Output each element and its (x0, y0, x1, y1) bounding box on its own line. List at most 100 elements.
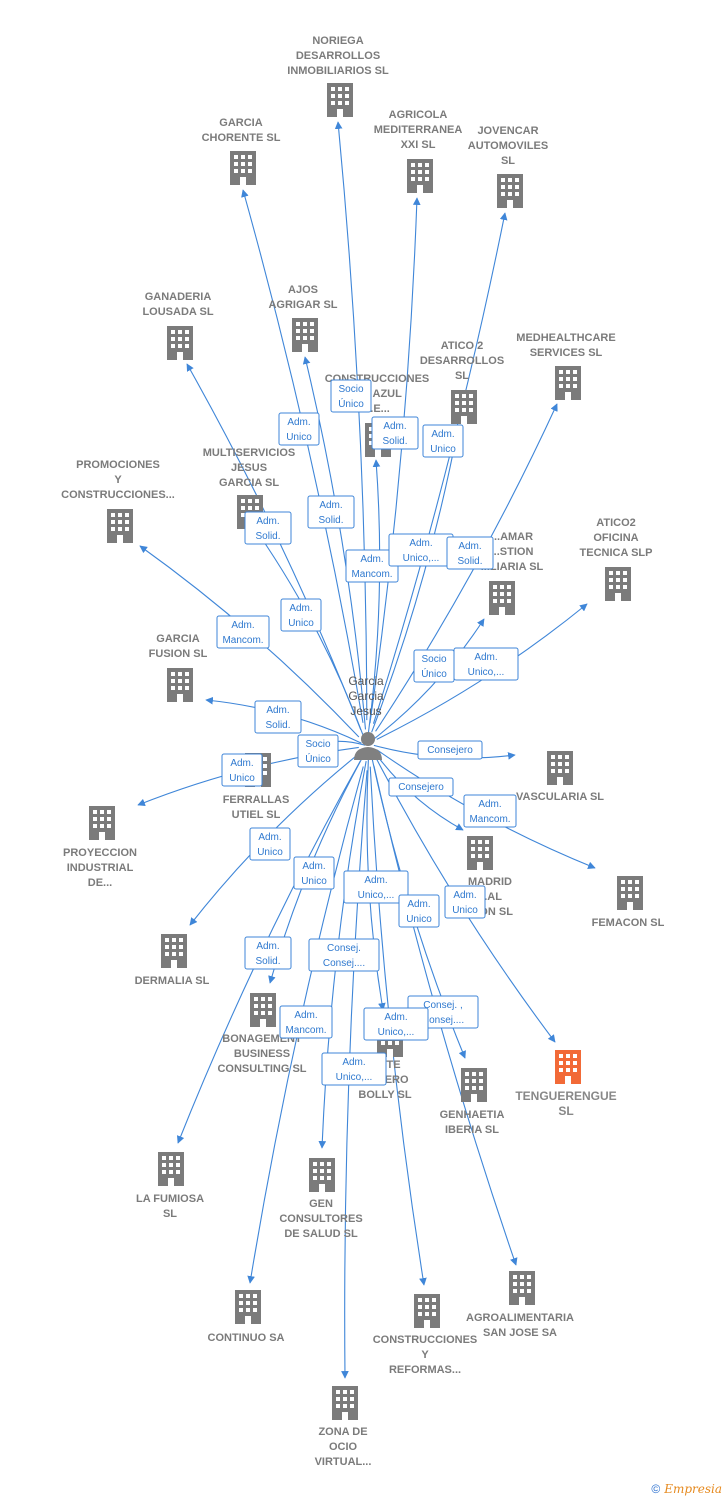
relation-label: Adm.Solid. (254, 700, 302, 734)
node-label-line: OFICINA (593, 532, 638, 544)
node-label-line: SL (455, 370, 469, 382)
node-label-line: VASCULARIA SL (516, 791, 604, 803)
node-construcciones-reformas[interactable]: CONSTRUCCIONESYREFORMAS... (373, 1294, 478, 1376)
relation-label: Adm.Unico (278, 412, 320, 446)
relation-text: Adm. (287, 417, 310, 428)
node-vascularia[interactable]: VASCULARIA SL (516, 751, 604, 803)
node-promociones[interactable]: PROMOCIONES Y CONSTRUCCIONES... (61, 459, 175, 543)
node-label-line: PROMOCIONES (76, 459, 160, 471)
node-label-line: GEN (309, 1198, 333, 1210)
node-dermalia[interactable]: DERMALIA SL (135, 934, 210, 987)
relation-label: Adm.Unico (293, 856, 335, 890)
relation-label: Adm.Unico (444, 885, 486, 919)
relation-text: Unico,... (403, 553, 440, 564)
node-femacon[interactable]: FEMACON SL (592, 876, 665, 929)
node-gestion[interactable]: ...AMAR...STION...LIARIA SL (481, 531, 544, 615)
building-icon (167, 326, 193, 360)
relation-text: Adm. (409, 538, 432, 549)
node-label-line: GARCIA SL (219, 477, 279, 489)
relation-label: Adm.Unico (280, 598, 322, 632)
relation-text: Adm. (231, 620, 254, 631)
relation-text: Solid. (318, 515, 343, 526)
relation-label: Adm.Solid. (244, 511, 292, 545)
relation-label: Adm.Mancom. (279, 1005, 333, 1039)
node-label-line: DE SALUD SL (284, 1228, 358, 1240)
relation-label: Adm. Unico (398, 894, 440, 928)
brand-logo: Empresia (664, 1482, 722, 1496)
building-icon (89, 806, 115, 840)
edge-multiservicios (257, 532, 365, 737)
building-icon (605, 567, 631, 601)
node-label-line: CONSTRUCCIONES (373, 1334, 478, 1346)
relation-text: Socio (338, 384, 363, 395)
relation-label: Adm.Unico (422, 424, 464, 458)
node-label-line: LOUSADA SL (142, 306, 213, 318)
relation-label: Adm. Unico,... (388, 533, 454, 567)
relation-text: Adm. (384, 1012, 407, 1023)
relation-text: Adm. (383, 421, 406, 432)
relation-text: Adm. (407, 899, 430, 910)
node-label-line: XXI SL (401, 139, 436, 151)
relation-text: Adm. (319, 500, 342, 511)
relation-text: Adm. (256, 516, 279, 527)
node-label-line: ...LIARIA SL (481, 561, 544, 573)
edge-jovencar (372, 212, 508, 724)
relation-text: Consejero (427, 745, 473, 756)
person-icon (354, 732, 382, 760)
relation-text: Socio (421, 654, 446, 665)
edge-medhealthcare (375, 403, 558, 732)
node-label-line: CONSULTORES (279, 1213, 362, 1225)
relation-text: Adm. (364, 875, 387, 886)
relation-text: Solid. (255, 956, 280, 967)
relation-text: Adm. (458, 541, 481, 552)
relation-label: Adm. Unico,... (343, 870, 409, 904)
center-label-line: Garcia (348, 674, 384, 688)
relation-text: Unico (301, 876, 327, 887)
node-proyeccion[interactable]: PROYECCIONINDUSTRIALDE... (63, 806, 137, 889)
relation-text: Unico (430, 444, 456, 455)
node-label-line: CHORENTE SL (202, 132, 281, 144)
relation-label: Adm.Solid. (446, 536, 494, 570)
node-gen-consultores[interactable]: GEN CONSULTORES DE SALUD SL (279, 1158, 363, 1240)
relation-text: Adm. (342, 1057, 365, 1068)
edge-ajos (302, 356, 367, 730)
relation-text: Solid. (265, 720, 290, 731)
node-label-line: CONSTRUCCIONES... (61, 489, 175, 501)
node-label-line: Y (114, 474, 122, 486)
relation-text: Unico (288, 618, 314, 629)
node-label-line: BUSINESS (234, 1048, 290, 1060)
building-icon (497, 174, 523, 208)
relation-text: Unico (406, 914, 432, 925)
relation-text: Unico,... (358, 890, 395, 901)
building-icon (547, 751, 573, 785)
relation-text: Solid. (382, 436, 407, 447)
building-icon (617, 876, 643, 910)
node-label-line: ZONA DE (318, 1426, 367, 1438)
node-label-line: FUSION SL (149, 648, 208, 660)
relation-label: Adm.Unico (249, 827, 291, 861)
node-zona-ocio[interactable]: ZONA DEOCIOVIRTUAL... (315, 1386, 372, 1468)
node-continuo[interactable]: CONTINUO SA (208, 1290, 285, 1344)
node-label-line: AGROALIMENTARIA (466, 1312, 574, 1324)
relation-text: Unico (257, 847, 283, 858)
edge-agricola (369, 197, 421, 724)
relation-text: Adm. (294, 1010, 317, 1021)
node-label-line: REFORMAS... (389, 1364, 461, 1376)
